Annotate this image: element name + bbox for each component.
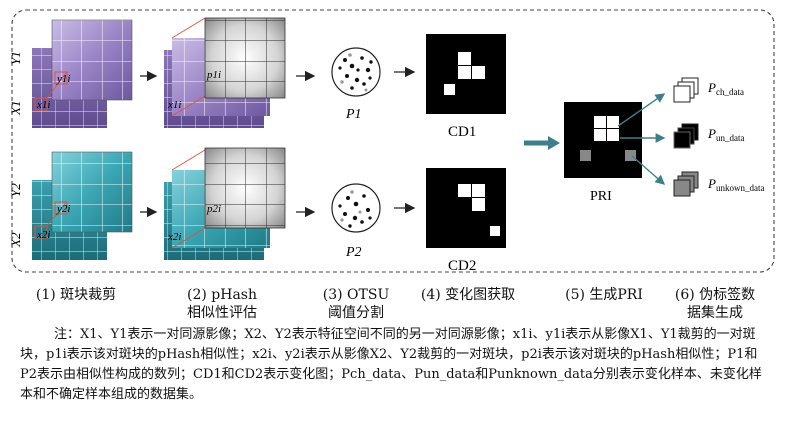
step-2-caption: (2) pHash 相似性评估 <box>170 286 274 322</box>
label-CD1: CD1 <box>448 124 476 140</box>
step-2-line2: 相似性评估 <box>187 305 257 321</box>
label-y2i: y2i <box>56 203 70 215</box>
dataset-ch: Pch_data <box>673 77 744 103</box>
arrow-to-unk <box>631 155 666 185</box>
image-pair-1: Y1 X1 y1i x1i <box>8 19 133 128</box>
label-P2: P2 <box>345 245 362 260</box>
label-p-un: Pun_data <box>707 126 744 143</box>
pipeline-diagram: Y1 X1 y1i x1i Y2 X2 y2i x2i p1i x1i <box>8 9 775 274</box>
step-5-caption: (5) 生成PRI <box>552 286 656 304</box>
label-PRI: PRI <box>590 189 612 204</box>
step-6-line1: (6) 伪标签数 <box>674 287 756 303</box>
step-1-line1: (1) 斑块裁剪 <box>35 287 117 303</box>
label-x1i-b: x1i <box>167 99 181 111</box>
step-4-line1: (4) 变化图获取 <box>420 287 516 303</box>
change-map-cd2: CD2 <box>426 168 506 274</box>
point-set-p1: P1 <box>331 47 381 122</box>
label-p-unk: Punkown_data <box>707 176 764 193</box>
step-3-line1: (3) OTSU <box>322 287 390 303</box>
arrow-to-ch <box>617 93 666 127</box>
label-x1i: x1i <box>36 99 50 111</box>
dataset-un: Pun_data <box>673 123 744 149</box>
phash-stack-2: p2i x2i <box>164 147 286 260</box>
label-p2i: p2i <box>206 203 221 215</box>
patch-x2i <box>34 225 48 239</box>
label-y1i: y1i <box>56 73 70 85</box>
phash-stack-1: p1i x1i <box>164 17 286 128</box>
label-p-ch: Pch_data <box>707 80 744 97</box>
label-x2i: x2i <box>36 229 50 241</box>
dashed-frame <box>11 9 775 273</box>
step-6-caption: (6) 伪标签数 据集生成 <box>660 286 770 322</box>
point-set-p2: P2 <box>331 183 381 260</box>
patch-y1i <box>54 71 68 85</box>
label-p1i: p1i <box>206 69 221 81</box>
label-CD2: CD2 <box>448 258 476 274</box>
label-x2: X2 <box>8 232 23 248</box>
step-4-caption: (4) 变化图获取 <box>412 286 524 304</box>
label-P1: P1 <box>345 107 362 122</box>
step-3-caption: (3) OTSU 阈值分割 <box>310 286 402 322</box>
step-1-caption: (1) 斑块裁剪 <box>24 286 128 304</box>
patch-x1i <box>34 97 48 111</box>
footnote: 注：X1、Y1表示一对同源影像；X2、Y2表示特征空间不同的另一对同源影像；x1… <box>20 327 762 402</box>
pri-map: PRI <box>564 102 642 204</box>
label-y1: Y1 <box>8 51 23 65</box>
step-3-line2: 阈值分割 <box>328 305 384 321</box>
change-map-cd1: CD1 <box>426 34 506 140</box>
step-2-line1: (2) pHash <box>187 287 257 303</box>
step-5-line1: (5) 生成PRI <box>565 287 643 303</box>
label-y2: Y2 <box>8 183 23 197</box>
dataset-unk: Punkown_data <box>673 171 764 197</box>
image-pair-2: Y2 X2 y2i x2i <box>8 151 133 260</box>
patch-y2i <box>54 201 68 215</box>
label-x2i-b: x2i <box>167 231 181 243</box>
label-x1: X1 <box>8 101 23 116</box>
step-6-line2: 据集生成 <box>687 305 743 321</box>
